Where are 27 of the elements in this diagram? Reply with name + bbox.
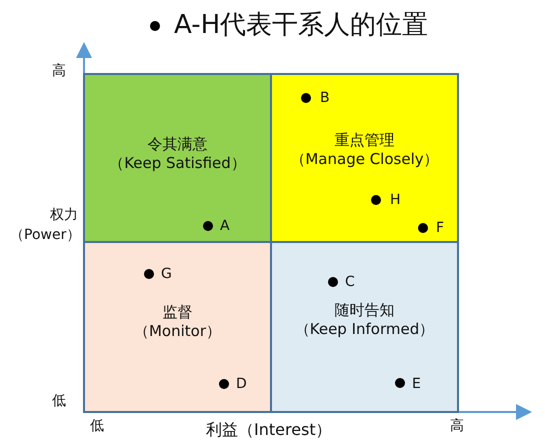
axis-tick-label: 低 — [52, 393, 66, 410]
quadrant-subtitle: （Manage Closely） — [289, 150, 440, 169]
quadrant-box — [270, 73, 459, 243]
point-label: F — [436, 220, 444, 237]
quadrant-title: 重点管理 — [334, 131, 396, 150]
point-label: E — [412, 376, 421, 393]
quadrant-title: 监督 — [162, 303, 194, 322]
quadrant-box — [83, 73, 272, 243]
point-label: D — [236, 376, 247, 393]
point-label: H — [390, 192, 401, 209]
point-label: G — [161, 266, 172, 283]
quadrant-subtitle: （Keep Satisfied） — [108, 154, 247, 173]
axis-tick-label: 高 — [52, 63, 66, 80]
quadrant-subtitle: （Keep Informed） — [294, 320, 436, 339]
quadrant-subtitle: （Monitor） — [132, 322, 222, 341]
quadrant-title: 随时告知 — [334, 301, 396, 320]
axis-tick-label: 低 — [90, 418, 104, 435]
quadrant-box — [83, 241, 272, 413]
axis-title: 权力（Power） — [10, 206, 78, 245]
quadrant-box — [270, 241, 459, 413]
point-label: C — [345, 274, 355, 291]
quadrant-title: 令其满意 — [146, 135, 208, 154]
axis-title: 利益（Interest） — [206, 421, 332, 438]
point-label: B — [320, 90, 330, 107]
title: A-H代表干系人的位置 — [174, 10, 428, 40]
axis-tick-label: 高 — [450, 418, 464, 435]
point-label: A — [220, 218, 230, 235]
